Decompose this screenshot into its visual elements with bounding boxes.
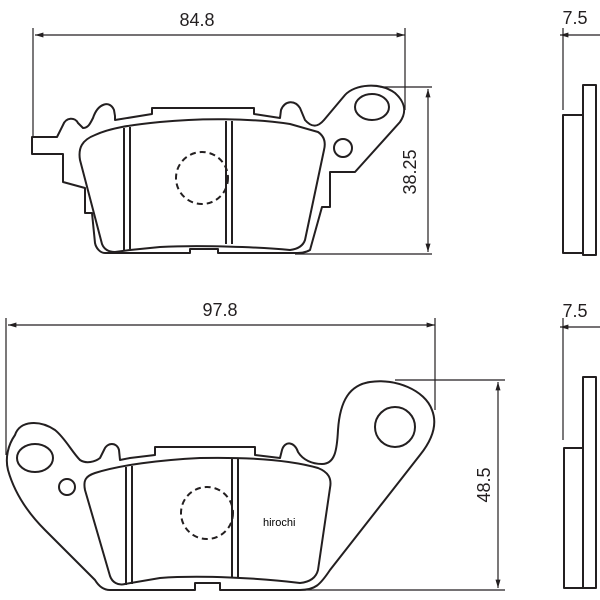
bottom-pad-front-view: 97.8 48.5 hirochi: [5, 300, 505, 591]
bottom-mounting-hole-small: [58, 478, 76, 496]
bottom-mounting-hole-right: [374, 406, 416, 448]
bottom-side-friction: [563, 447, 584, 589]
bottom-width-label: 97.8: [202, 300, 237, 320]
top-height-label: 38.25: [400, 149, 420, 194]
bottom-backing-plate: [5, 380, 436, 591]
top-side-backing-plate: [582, 84, 597, 256]
top-mounting-hole-large: [354, 93, 390, 121]
bottom-pad-side-view: 7.5: [560, 301, 600, 589]
watermark-text: hirochi: [263, 517, 295, 529]
top-pad-front-view: 84.8 38.25: [31, 10, 432, 255]
top-backing-plate: [31, 84, 406, 254]
top-mounting-hole-small: [333, 138, 353, 158]
bottom-height-label: 48.5: [474, 467, 494, 502]
top-pad-side-view: 7.5: [560, 8, 600, 256]
bottom-sensor-circle-dashed: [180, 486, 234, 540]
bottom-side-backing-plate: [582, 376, 597, 589]
top-width-label: 84.8: [179, 10, 214, 30]
top-thickness-label: 7.5: [562, 8, 587, 28]
top-sensor-circle-dashed: [175, 151, 229, 205]
bottom-mounting-hole-left: [16, 443, 54, 473]
bottom-thickness-label: 7.5: [562, 301, 587, 321]
bottom-friction-material: [83, 456, 332, 586]
top-side-friction: [562, 114, 584, 254]
top-friction-material: [78, 118, 326, 253]
